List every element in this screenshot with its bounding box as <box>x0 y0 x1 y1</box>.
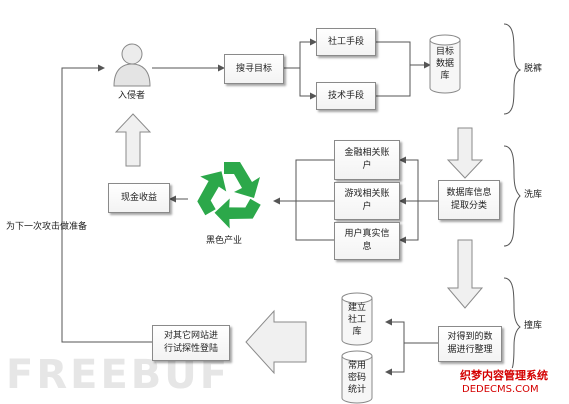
target-db-label: 目标 数据 库 <box>435 47 454 81</box>
stage-label-xiku: 洗库 <box>524 190 543 200</box>
edge-finance-black <box>295 159 334 201</box>
pwd-cylinder <box>341 350 373 404</box>
source-watermark: 织梦内容管理系统 DEDECMS.COM <box>456 368 568 404</box>
block-arrow-cash-to-intruder <box>114 113 152 167</box>
stage-label-tuoku: 脱裤 <box>524 64 543 74</box>
recycle-icon <box>197 162 261 229</box>
brace-tuoku <box>503 23 522 115</box>
block-arrow-classify-to-organize <box>446 239 484 309</box>
edge-fork-social <box>299 38 317 68</box>
finance-account-node: 金融相关账 户 <box>334 140 400 180</box>
game-account-node: 游戏相关账 户 <box>334 182 400 220</box>
social-db-label: 建立 社工 库 <box>347 303 366 337</box>
db-classify-node: 数据库信息 提取分类 <box>438 180 500 220</box>
next-attack-label: 为下一次攻击做准备 <box>6 222 88 232</box>
edge-real-black <box>295 201 334 241</box>
stage-label-zhuangku: 撞库 <box>524 321 543 331</box>
source-watermark-line1: 织梦内容管理系统 <box>460 369 548 382</box>
real-info-node: 用户真实信 息 <box>334 222 400 260</box>
block-arrow-db-to-classify <box>446 127 484 179</box>
edge-login-loop <box>61 64 152 343</box>
search-target-node: 搜寻目标 <box>224 54 284 84</box>
organize-data-node: 对得到的数 据进行整理 <box>438 326 502 362</box>
block-arrow-organize-to-login <box>245 309 307 375</box>
edge-classify-real <box>399 201 419 244</box>
tech-means-node: 技术手段 <box>316 82 376 110</box>
try-login-node: 对其它网站进 行试探性登陆 <box>152 325 230 361</box>
brace-zhuangku <box>503 277 521 377</box>
edge-tech-db <box>376 65 411 97</box>
intruder-label: 入侵者 <box>118 91 146 101</box>
cash-profit-node: 现金收益 <box>108 183 170 213</box>
social-db-cylinder <box>341 292 373 346</box>
source-watermark-line2: DEDECMS.COM <box>462 384 539 395</box>
edge-organize-pwd <box>385 343 405 376</box>
black-industry-label: 黑色产业 <box>206 236 243 246</box>
brace-xiku <box>503 145 521 247</box>
common-pwd-label: 常用 密码 统计 <box>347 361 366 395</box>
edge-classify-finance <box>399 156 419 201</box>
edge-fork-tech <box>299 68 317 100</box>
person-icon <box>113 43 151 87</box>
social-engineering-node: 社工手段 <box>316 28 376 56</box>
edge-social-db <box>376 41 431 69</box>
target-db-cylinder <box>429 34 461 94</box>
edge-organize-socialdb <box>385 318 405 343</box>
